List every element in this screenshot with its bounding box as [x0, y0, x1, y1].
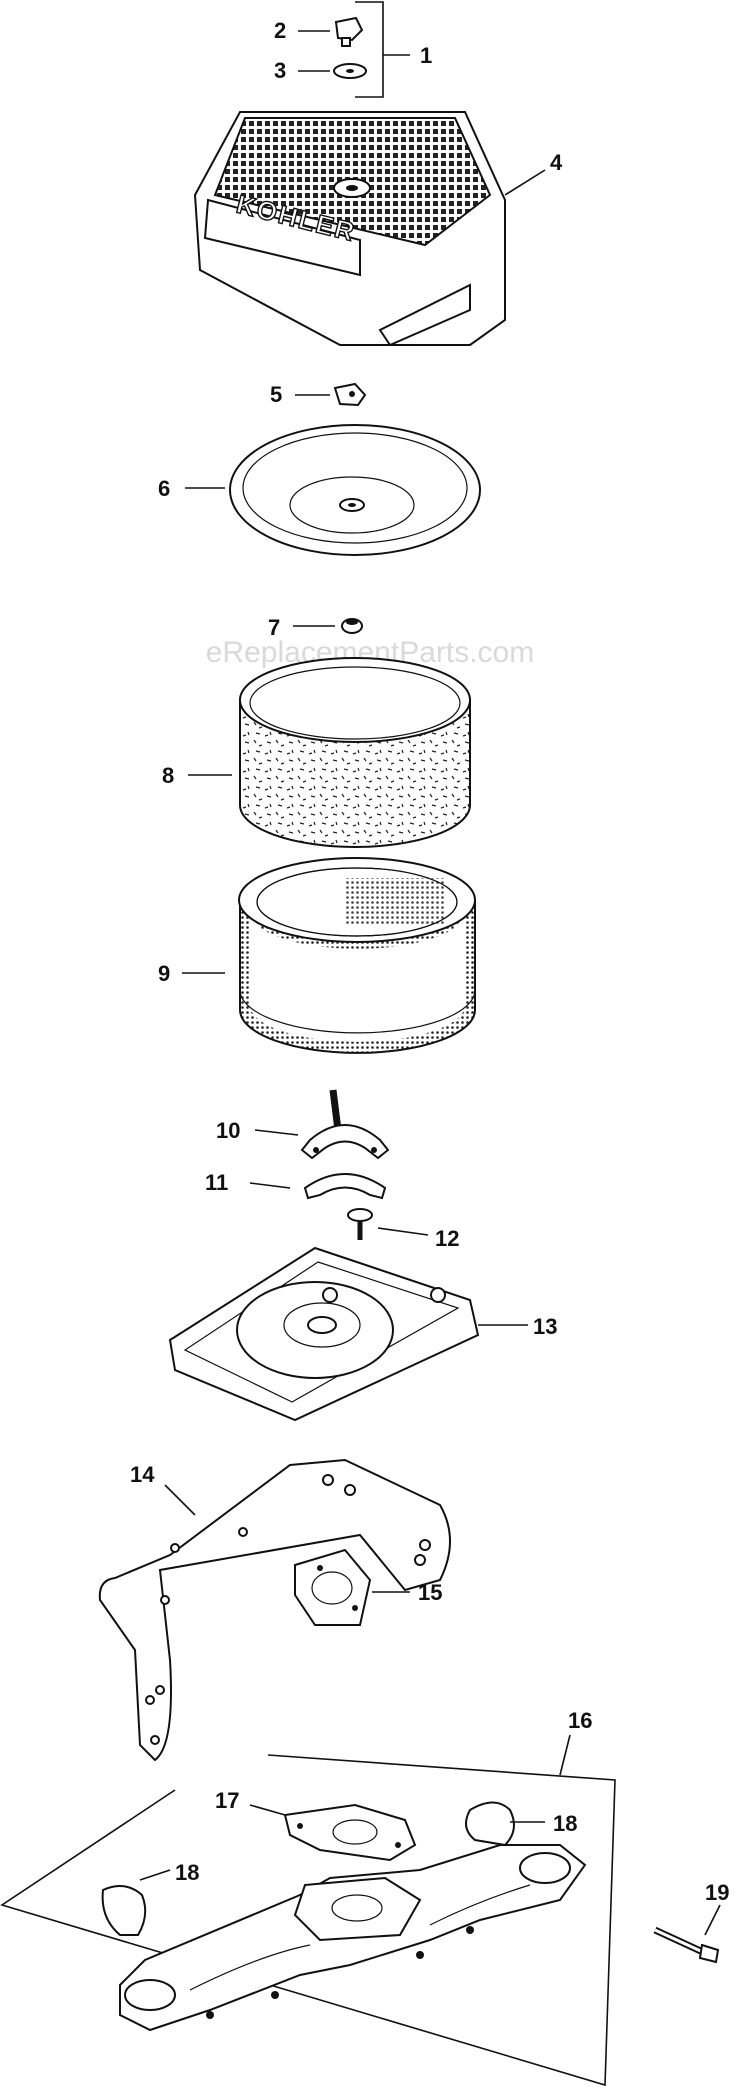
bracket-1: [355, 1, 384, 98]
callout-8: 8: [162, 763, 174, 788]
part-7-nut: 7: [268, 615, 363, 640]
callout-10: 10: [216, 1118, 240, 1143]
part-14-bracket: 14: [98, 1458, 451, 1762]
callout-13: 13: [533, 1314, 557, 1339]
part-5-knob: 5: [270, 382, 367, 407]
callout-16: 16: [568, 1708, 592, 1733]
part-16-kit-box: 16: [0, 1708, 616, 2087]
part-18-oring-left: 18: [101, 1860, 199, 1936]
part-2-knob: 2: [274, 16, 364, 47]
part-12-screw: 12: [347, 1208, 459, 1251]
part-13-base: 13: [168, 1246, 557, 1422]
part-17-gasket: 17: [215, 1788, 417, 1862]
callout-1: 1: [420, 43, 432, 68]
callout-18b: 18: [175, 1860, 199, 1885]
part-6-dish: 6: [158, 424, 481, 556]
callout-18a: 18: [553, 1811, 577, 1836]
part-18-oring-right: 18: [465, 1801, 577, 1847]
callout-11: 11: [205, 1170, 228, 1195]
part-9-filter: 9: [158, 857, 476, 1054]
callout-15: 15: [418, 1580, 442, 1605]
callout-6: 6: [158, 476, 170, 501]
part-11-gasket: 11: [205, 1170, 387, 1200]
part-1-group: 1: [355, 1, 432, 98]
callout-12: 12: [435, 1226, 459, 1251]
part-15-gasket: 15: [294, 1548, 442, 1626]
callout-4: 4: [550, 150, 563, 175]
intake-manifold: [119, 1844, 587, 2032]
part-8-precleaner: 8: [162, 657, 471, 848]
callout-9: 9: [158, 961, 170, 986]
callout-3: 3: [274, 58, 286, 83]
callout-19: 19: [705, 1880, 729, 1905]
part-10-bracket: 10: [216, 1089, 390, 1160]
callout-7: 7: [268, 615, 280, 640]
part-19-bolt: 19: [653, 1880, 729, 1964]
callout-5: 5: [270, 382, 282, 407]
part-3-washer: 3: [274, 58, 367, 83]
callout-2: 2: [274, 18, 286, 43]
callout-17: 17: [215, 1788, 239, 1813]
callout-14: 14: [130, 1462, 155, 1487]
part-4-cover: KOHLER 4: [193, 111, 563, 347]
